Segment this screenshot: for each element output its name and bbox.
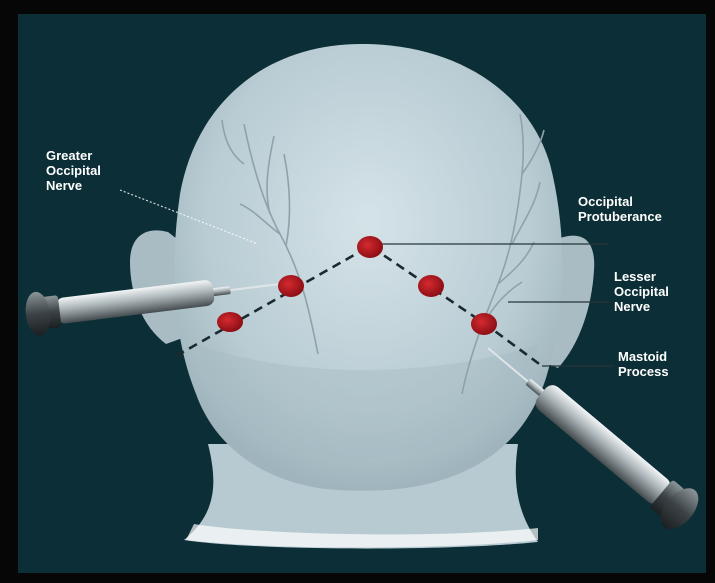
occipital-nerve-block-diagram bbox=[18, 14, 706, 573]
label-occipital-protuberance: Occipital Protuberance bbox=[578, 194, 662, 224]
injection-point-marker bbox=[357, 236, 383, 258]
injection-point-marker bbox=[217, 312, 243, 332]
injection-point-marker bbox=[471, 313, 497, 335]
label-mastoid-process: Mastoid Process bbox=[618, 349, 669, 379]
injection-point-marker bbox=[278, 275, 304, 297]
label-greater-occipital-nerve: Greater Occipital Nerve bbox=[46, 148, 101, 193]
diagram-canvas: Greater Occipital Nerve Occipital Protub… bbox=[18, 14, 706, 573]
injection-point-marker bbox=[418, 275, 444, 297]
label-lesser-occipital-nerve: Lesser Occipital Nerve bbox=[614, 269, 669, 314]
